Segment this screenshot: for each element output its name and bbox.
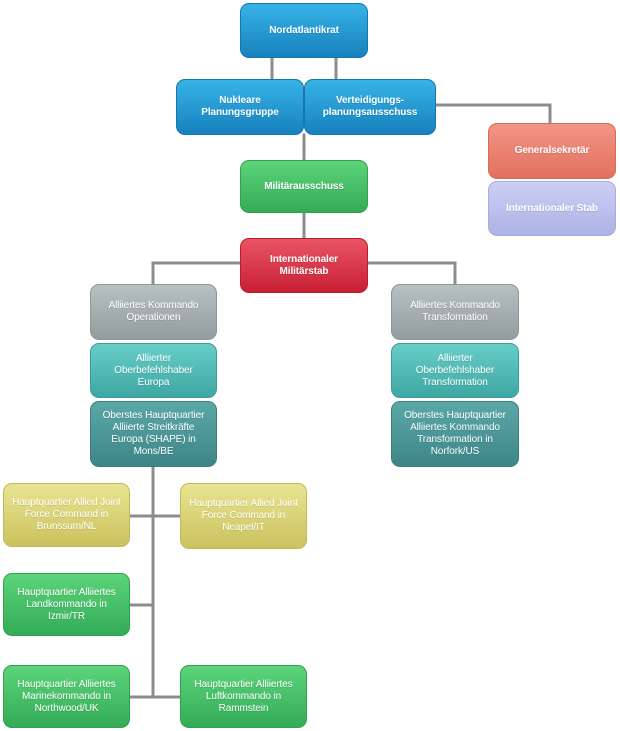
node-hq-transformation-norfork: Oberstes Hauptquartier Alliiertes Komman…: [391, 401, 519, 467]
node-jfc-neapel: Hauptquartier Allied Joint Force Command…: [180, 483, 307, 549]
node-shape-mons: Oberstes Hauptquartier Alliierte Streitk…: [90, 401, 217, 467]
node-verteidigungsplanungsausschuss: Verteidigungs- planungsausschuss: [304, 79, 436, 135]
node-alliiertes-kommando-transformation: Alliiertes Kommando Transformation: [391, 284, 519, 340]
node-militaerausschuss: Militärausschuss: [240, 160, 368, 213]
node-internationaler-militaerstab: Internationaler Militärstab: [240, 238, 368, 293]
node-oberbefehlshaber-europa: Alliierter Oberbefehlshaber Europa: [90, 343, 217, 398]
node-generalsekretaer: Generalsekretär: [488, 123, 616, 179]
node-internationaler-stab: Internationaler Stab: [488, 181, 616, 236]
node-luftkommando-rammstein: Hauptquartier Alliiertes Luftkommando in…: [180, 665, 307, 728]
node-landkommando-izmir: Hauptquartier Alliiertes Landkommando in…: [3, 573, 130, 636]
node-marinekommando-northwood: Hauptquartier Alliiertes Marinekommando …: [3, 665, 130, 728]
node-jfc-brunssum: Hauptquartier Allied Joint Force Command…: [3, 483, 130, 547]
node-nukleare-planungsgruppe: Nukleare Planungsgruppe: [176, 79, 304, 135]
node-alliiertes-kommando-operationen: Alliiertes Kommando Operationen: [90, 284, 217, 340]
node-nordatlantikrat: Nordatlantikrat: [240, 3, 368, 58]
node-oberbefehlshaber-transformation: Alliierter Oberbefehlshaber Transformati…: [391, 343, 519, 398]
